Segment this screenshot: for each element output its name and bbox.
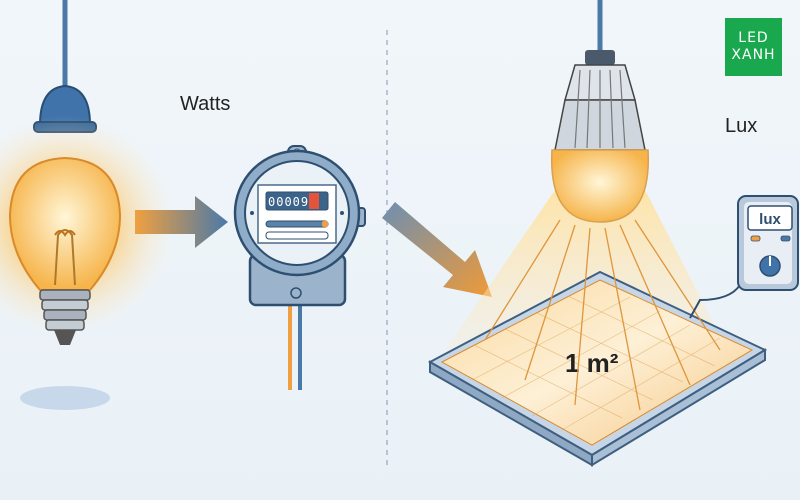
arrow-icon bbox=[135, 196, 228, 248]
light-rays bbox=[484, 219, 721, 411]
logo-line-1: LED bbox=[738, 30, 769, 46]
one-square-meter-panel: 1 m² bbox=[427, 270, 768, 467]
logo-line-2: XANH bbox=[731, 47, 776, 63]
lux-meter: lux bbox=[689, 195, 799, 319]
area-label: 1 m² bbox=[565, 348, 619, 378]
electricity-meter: 00009 bbox=[233, 145, 366, 390]
lux-label: Lux bbox=[725, 115, 757, 137]
brand-logo: LED XANH bbox=[725, 18, 782, 76]
lux-meter-display: lux bbox=[759, 211, 781, 228]
bulb-shadow bbox=[20, 386, 110, 410]
meter-reading: 00009 bbox=[268, 195, 309, 209]
watts-label: Watts bbox=[180, 93, 230, 115]
led-bulb bbox=[550, 0, 650, 223]
incandescent-bulb bbox=[0, 0, 175, 410]
arrow-icon bbox=[382, 202, 492, 297]
